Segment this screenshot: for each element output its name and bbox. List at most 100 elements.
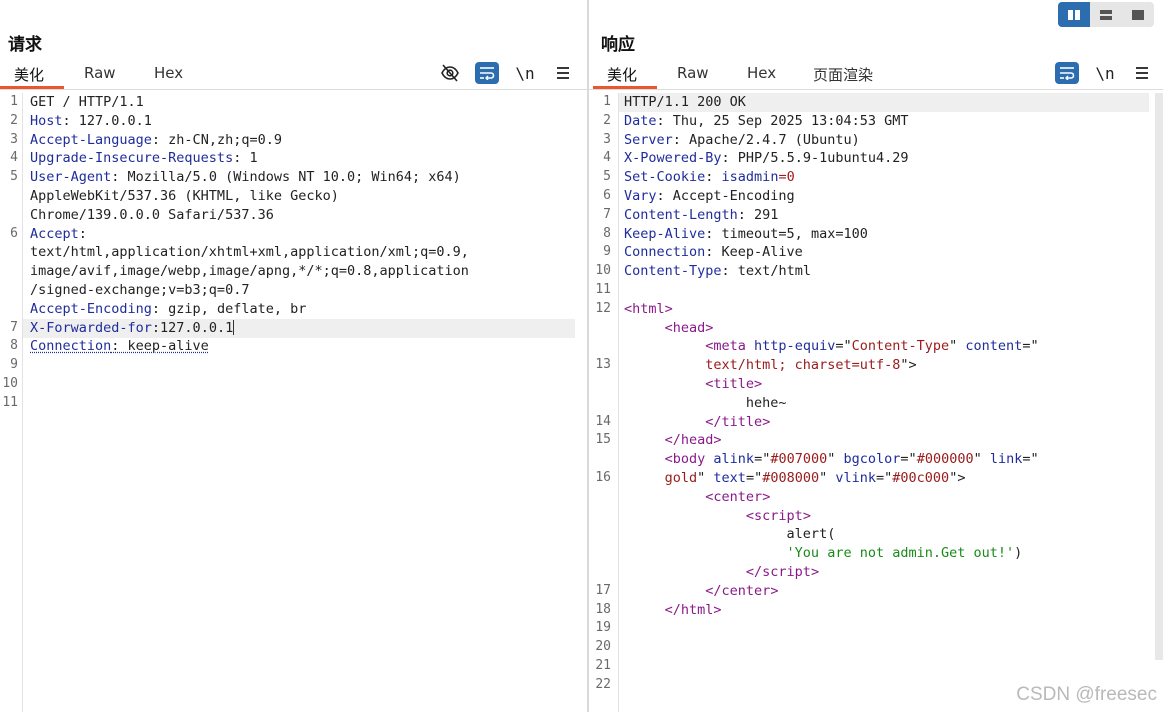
code-token: X-Powered-By [624,150,722,167]
code-token: html [680,601,714,618]
request-tab-bar: 美化 Raw Hex [0,62,587,90]
response-active-tab-underline [593,86,657,89]
line-number: 22 [595,676,611,692]
code-token: html [632,300,665,317]
code-token: gold [624,470,698,486]
code-token: =" [900,451,917,468]
code-token: head [680,432,714,449]
code-token: </ [624,564,763,580]
eye-off-icon[interactable] [438,62,462,84]
code-token: User-Agent [30,169,112,186]
code-token: > [770,582,779,599]
code-token: alert( [624,526,836,543]
code-token: =" [1022,451,1039,468]
code-token: > [762,488,771,505]
code-line: Accept-Encoding: gzip, deflate, br [30,300,306,319]
code-token: center [713,488,763,505]
code-line: <html> [624,300,673,319]
code-token: ) [1014,545,1023,562]
response-tab-raw[interactable]: Raw [677,64,709,82]
line-number: 14 [595,413,611,429]
code-token: body [672,451,706,468]
line-number: 20 [595,639,611,655]
line-number: 11 [2,394,18,410]
line-number: 9 [603,244,611,260]
code-token: =" [745,470,763,486]
code-token: Accept-Language [30,131,152,148]
code-token: Accept [30,225,79,242]
code-token: http-equiv [745,338,836,355]
code-token: Connection [30,338,112,355]
code-token: < [624,507,755,524]
current-line-highlight [23,318,575,338]
line-number: 18 [595,601,611,617]
code-token: =" [754,451,771,468]
code-token: " [949,338,966,355]
code-token: title [721,413,763,430]
code-token: "> [949,470,966,486]
line-number: 1 [603,94,611,109]
line-number: 3 [10,131,18,147]
response-tab-hex[interactable]: Hex [747,64,777,82]
newline-icon[interactable]: \n [515,63,535,83]
request-active-tab-underline [0,86,64,89]
code-token: > [762,413,771,430]
line-number: 6 [603,188,611,203]
code-token: HTTP/1.1 200 OK [624,94,746,110]
code-token: isadmin [721,169,779,186]
response-tab-render[interactable]: 页面渲染 [813,66,874,84]
code-line: Chrome/139.0.0.0 Safari/537.36 [30,206,274,225]
pane-divider[interactable] [587,0,589,712]
line-number: 5 [10,169,18,185]
code-token: image/avif,image/webp,image/apng,*/*;q=0… [30,263,469,280]
request-tab-raw[interactable]: Raw [84,64,116,82]
code-token: script [754,507,803,524]
code-token: " [819,470,836,486]
line-number: 16 [595,470,611,485]
code-token: #008000 [762,470,820,486]
line-number: 10 [595,263,611,279]
response-tab-pretty[interactable]: 美化 [607,66,638,84]
wrap-icon[interactable] [1055,62,1079,84]
code-token: : 127.0.0.1 [62,112,152,129]
wrap-icon[interactable] [475,62,499,84]
code-token: : Accept-Encoding [656,188,795,204]
split-vertical-icon[interactable] [1058,2,1090,27]
split-horizontal-icon[interactable] [1090,2,1122,27]
code-token: text [713,470,746,486]
code-token: X-Forwarded-for [30,319,152,336]
request-tab-pretty[interactable]: 美化 [14,66,45,84]
code-line: Content-Length: 291 [624,206,778,225]
menu-icon[interactable] [551,62,575,84]
code-token: Date [624,112,657,129]
line-number: 6 [10,225,18,241]
code-line: Set-Cookie: isadmin=0 [624,168,795,187]
newline-icon[interactable]: \n [1095,63,1115,83]
single-pane-icon[interactable] [1122,2,1154,27]
code-token: link [989,451,1023,468]
code-token: title [713,376,755,392]
code-token: : zh-CN,zh;q=0.9 [151,131,282,148]
code-line: Accept: [30,225,87,244]
code-line: X-Powered-By: PHP/5.5.9-1ubuntu4.29 [624,149,908,168]
response-scrollbar[interactable] [1155,93,1163,660]
code-token: "> [900,357,917,374]
code-line: X-Forwarded-for:127.0.0.1 [30,319,235,338]
request-tab-hex[interactable]: Hex [154,64,184,82]
code-token: " [973,451,990,468]
code-token: GET / HTTP/1.1 [30,94,144,110]
layout-toggle [1058,2,1154,27]
code-line: alert( [624,525,836,544]
code-token: > [713,432,722,449]
current-line-highlight [619,93,1149,112]
code-token: > [664,300,673,317]
code-token: : Apache/2.4.7 (Ubuntu) [672,131,860,148]
line-number: 2 [10,112,18,128]
menu-icon[interactable] [1130,62,1154,84]
text-caret [233,320,235,336]
code-token: < [624,300,633,317]
code-token: #007000 [770,451,828,468]
line-number: 12 [595,300,611,316]
